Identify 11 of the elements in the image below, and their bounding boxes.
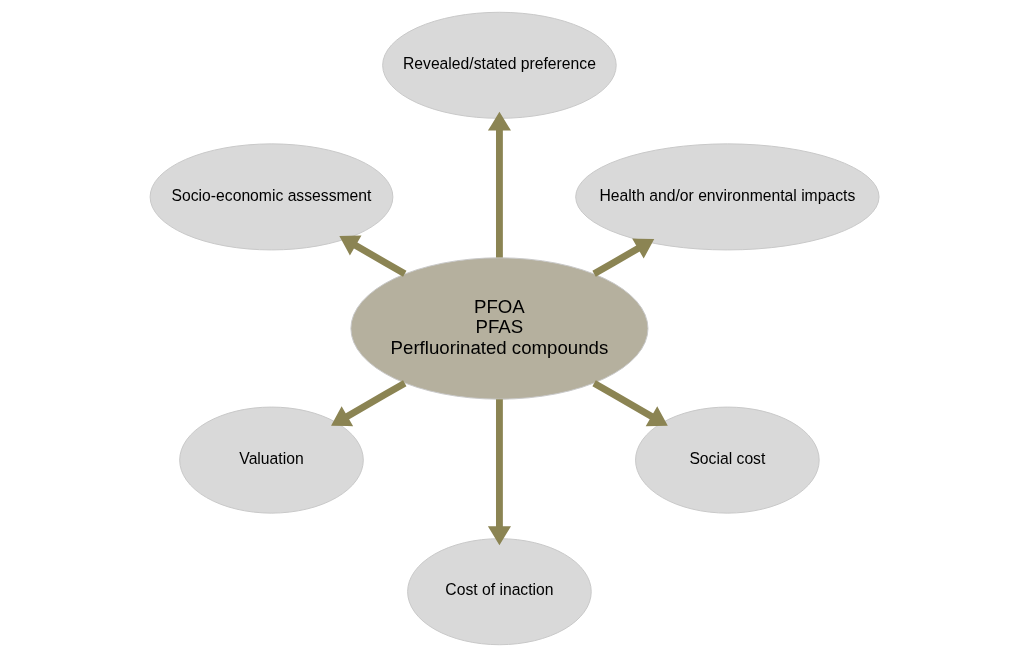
arrow xyxy=(339,235,407,277)
node-ellipse: Cost of inaction xyxy=(407,538,592,646)
arrow xyxy=(487,111,511,258)
node-ellipse: Health and/or environmental impacts xyxy=(575,143,880,251)
arrow xyxy=(592,238,655,277)
node-ellipse: Socio-economic assessment xyxy=(149,143,394,251)
node-ellipse: PFOA PFAS Perfluorinated compounds xyxy=(350,257,649,400)
arrow xyxy=(592,380,668,427)
node-ellipse: Revealed/stated preference xyxy=(382,11,617,119)
arrow xyxy=(331,380,407,427)
arrow xyxy=(487,399,511,546)
